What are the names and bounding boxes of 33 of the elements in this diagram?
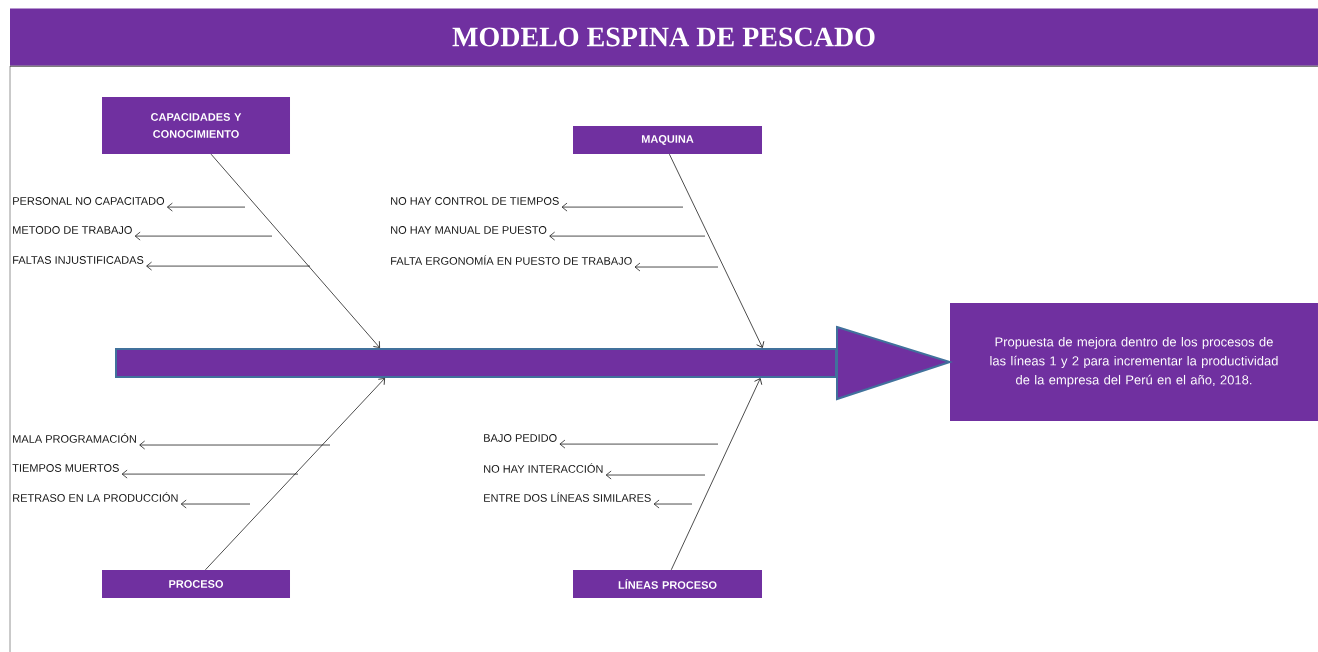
category-box: PROCESO <box>102 570 290 598</box>
arrow <box>134 231 273 241</box>
arrow <box>167 202 246 212</box>
arrow <box>139 440 331 450</box>
arrow <box>146 261 311 271</box>
arrow <box>559 439 719 449</box>
cause-text: BAJO PEDIDO <box>484 434 557 442</box>
cause-text: PERSONAL NO CAPACITADO <box>13 197 165 205</box>
arrow <box>549 231 706 241</box>
cause-text: TIEMPOS MUERTOS <box>12 464 119 472</box>
arrow <box>121 469 299 479</box>
arrow <box>180 499 251 509</box>
category-box: MAQUINA <box>573 126 762 154</box>
cause-text: RETRASO EN LA PRODUCCIÓN <box>13 492 178 502</box>
bone-arrow <box>210 153 380 348</box>
cause-text: MALA PROGRAMACIÓN <box>13 433 136 443</box>
cause-text: FALTA ERGONOMÍA EN PUESTO DE TRABAJO <box>391 255 632 265</box>
title-banner: MODELO ESPINA DE PESCADO <box>10 8 1318 66</box>
arrow <box>561 202 684 212</box>
bone-arrow <box>205 378 385 571</box>
arrow <box>605 470 706 480</box>
cause-text: NO HAY MANUAL DE PUESTO <box>391 226 547 234</box>
category-box: LÍNEAS PROCESO <box>573 570 762 598</box>
arrow <box>634 262 719 272</box>
bone-arrow <box>669 153 765 348</box>
cause-text: METODO DE TRABAJO <box>13 226 132 234</box>
bone-arrow <box>670 378 763 571</box>
arrow <box>653 499 693 509</box>
cause-text: ENTRE DOS LÍNEAS SIMILARES <box>484 492 651 502</box>
cause-text: NO HAY INTERACCIÓN <box>484 463 603 473</box>
category-box: CAPACIDADES Y CONOCIMIENTO <box>102 97 290 154</box>
cause-text: NO HAY CONTROL DE TIEMPOS <box>391 197 559 205</box>
cause-text: FALTAS INJUSTIFICADAS <box>13 256 144 264</box>
